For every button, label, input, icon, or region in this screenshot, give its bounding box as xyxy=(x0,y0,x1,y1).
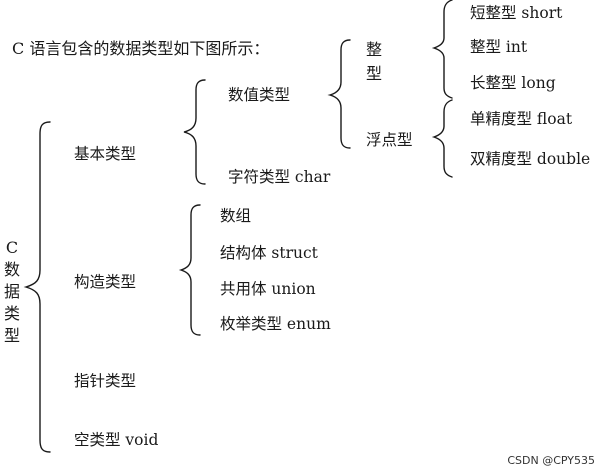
root-char: 型 xyxy=(4,326,21,345)
node-long: 长整型 long xyxy=(470,74,556,92)
brace-integer xyxy=(431,0,453,99)
root-char: 类 xyxy=(4,304,21,323)
brace-construct xyxy=(178,204,201,336)
node-union: 共用体 union xyxy=(220,280,316,298)
node-float: 单精度型 float xyxy=(470,110,573,128)
node-basic-type: 基本类型 xyxy=(74,145,137,163)
brace-root xyxy=(23,121,51,453)
node-short: 短整型 short xyxy=(470,4,563,22)
brace-numeric xyxy=(327,39,351,149)
intro-text: C 语言包含的数据类型如下图所示： xyxy=(12,39,270,58)
root-char: 据 xyxy=(4,282,21,301)
brace-basic xyxy=(183,79,206,185)
root-label: C 数 据 类 型 xyxy=(4,240,20,344)
integer-char: 整 xyxy=(366,40,383,59)
integer-char: 型 xyxy=(366,64,383,83)
root-char: 数 xyxy=(4,260,21,279)
watermark: CSDN @CPY535 xyxy=(507,454,595,467)
node-char-type: 字符类型 char xyxy=(228,168,331,186)
node-void-type: 空类型 void xyxy=(74,431,159,449)
node-numeric-type: 数值类型 xyxy=(228,86,291,104)
node-float-type: 浮点型 xyxy=(366,131,413,149)
node-double: 双精度型 double xyxy=(470,150,591,168)
node-construct-type: 构造类型 xyxy=(74,273,137,291)
brace-float xyxy=(431,99,453,178)
root-char: C xyxy=(5,238,19,257)
node-integer-type: 整 型 xyxy=(366,42,382,82)
node-struct: 结构体 struct xyxy=(220,244,318,262)
node-array: 数组 xyxy=(220,207,252,225)
node-int: 整型 int xyxy=(470,38,528,56)
node-pointer-type: 指针类型 xyxy=(74,372,137,390)
node-enum: 枚举类型 enum xyxy=(220,315,331,333)
